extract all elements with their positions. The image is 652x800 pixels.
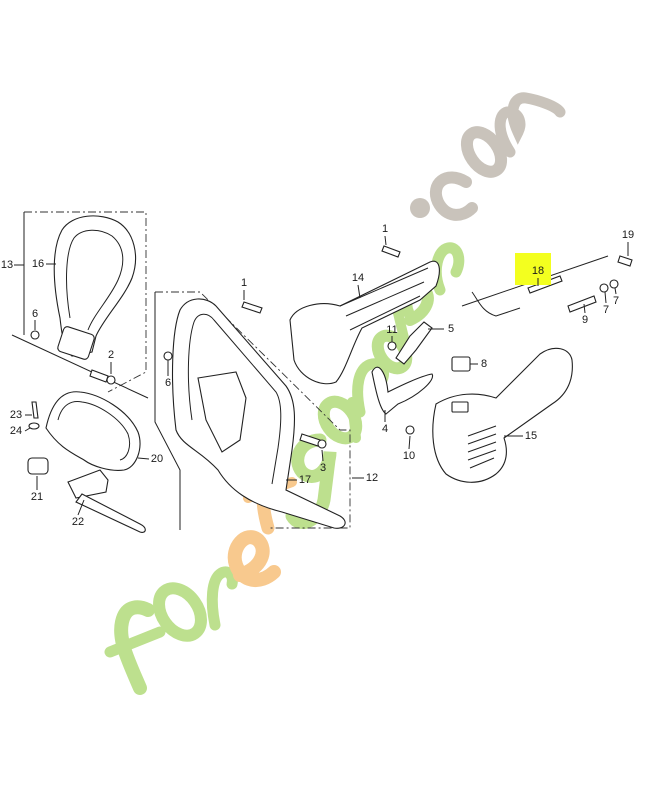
callout-6: 6 [164, 377, 172, 389]
callout-1: 1 [240, 277, 248, 289]
callout-9: 9 [581, 314, 589, 326]
callout-8: 8 [480, 358, 488, 370]
callout-18: 18 [531, 265, 545, 277]
callout-13: 13 [0, 259, 14, 271]
callout-23: 23 [9, 409, 23, 421]
callout-19: 19 [621, 229, 635, 241]
callout-15: 15 [524, 430, 538, 442]
callout-21: 21 [30, 491, 44, 503]
callout-14: 14 [351, 272, 365, 284]
callout-10: 10 [402, 450, 416, 462]
callout-7: 7 [612, 295, 620, 307]
callout-1: 1 [381, 223, 389, 235]
callout-22: 22 [71, 516, 85, 528]
callout-12: 12 [365, 472, 379, 484]
highlight-part-18 [515, 253, 551, 285]
callout-7: 7 [602, 304, 610, 316]
callout-5: 5 [447, 323, 455, 335]
callout-4: 4 [381, 423, 389, 435]
callout-24: 24 [9, 425, 23, 437]
callout-17: 17 [298, 474, 312, 486]
callout-2: 2 [107, 349, 115, 361]
callout-16: 16 [31, 258, 45, 270]
callout-6: 6 [31, 308, 39, 320]
callout-11: 11 [386, 324, 398, 336]
callout-20: 20 [150, 453, 164, 465]
callout-3: 3 [319, 462, 327, 474]
